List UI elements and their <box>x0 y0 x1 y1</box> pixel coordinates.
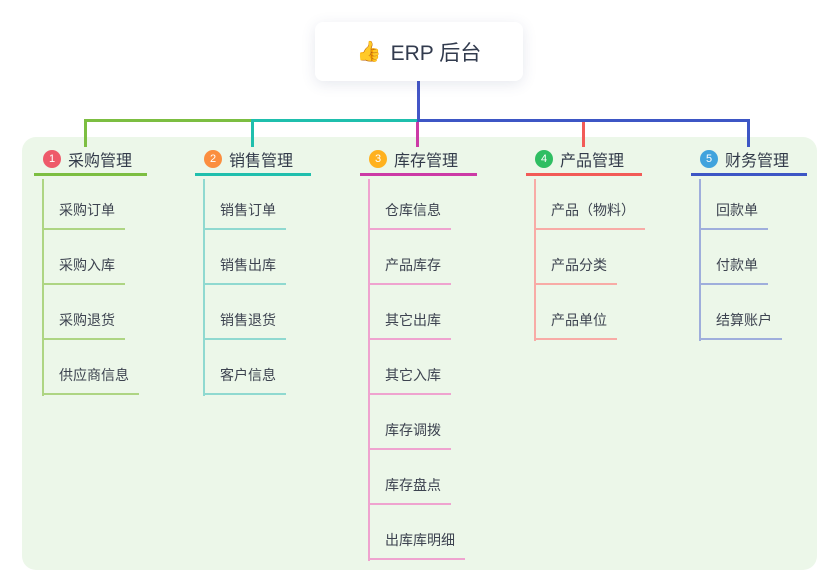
branch-header-sales[interactable]: 2 销售管理 <box>195 145 311 176</box>
bus-segment-teal <box>252 119 417 122</box>
branch-title: 采购管理 <box>68 153 133 170</box>
child-node[interactable]: 产品库存 <box>368 256 451 285</box>
branch-title: 产品管理 <box>560 153 625 170</box>
branch-number-badge: 2 <box>204 150 222 168</box>
child-node[interactable]: 产品分类 <box>534 256 617 285</box>
branch-title: 财务管理 <box>725 153 790 170</box>
branch-product: 4 产品管理 产品（物料） 产品分类 产品单位 <box>526 145 645 341</box>
child-node[interactable]: 其它入库 <box>368 366 451 395</box>
child-node[interactable]: 回款单 <box>699 201 768 230</box>
branch-header-purchase[interactable]: 1 采购管理 <box>34 145 147 176</box>
bus-segment-indigo <box>417 119 750 122</box>
branch-child-line <box>699 179 701 341</box>
branch-child-line <box>534 179 536 341</box>
child-node[interactable]: 仓库信息 <box>368 201 451 230</box>
child-node[interactable]: 采购退货 <box>42 311 125 340</box>
child-node[interactable]: 其它出库 <box>368 311 451 340</box>
child-node[interactable]: 销售订单 <box>203 201 286 230</box>
branch-title: 销售管理 <box>229 153 294 170</box>
child-node[interactable]: 销售出库 <box>203 256 286 285</box>
child-node[interactable]: 付款单 <box>699 256 768 285</box>
drop-line-purchase <box>84 119 87 147</box>
branch-header-inventory[interactable]: 3 库存管理 <box>360 145 477 176</box>
root-title: ERP 后台 <box>390 41 482 65</box>
bus-segment-green <box>84 119 252 122</box>
branch-number-badge: 5 <box>700 150 718 168</box>
child-node[interactable]: 采购入库 <box>42 256 125 285</box>
child-node[interactable]: 出库库明细 <box>368 531 465 560</box>
child-node[interactable]: 客户信息 <box>203 366 286 395</box>
branch-sales: 2 销售管理 销售订单 销售出库 销售退货 客户信息 <box>195 145 311 396</box>
drop-line-sales <box>251 119 254 147</box>
branch-number-badge: 3 <box>369 150 387 168</box>
branches-panel <box>22 137 817 570</box>
drop-line-product <box>582 122 585 147</box>
thumbs-up-icon: 👍 <box>356 40 382 63</box>
branch-purchase: 1 采购管理 采购订单 采购入库 采购退货 供应商信息 <box>34 145 147 396</box>
branch-child-line <box>42 179 44 396</box>
branch-title: 库存管理 <box>394 153 459 170</box>
child-node[interactable]: 产品（物料） <box>534 201 645 230</box>
root-node[interactable]: 👍 ERP 后台 <box>315 22 523 81</box>
branch-header-product[interactable]: 4 产品管理 <box>526 145 642 176</box>
branch-number-badge: 1 <box>43 150 61 168</box>
branch-child-line <box>368 179 370 561</box>
branch-number-badge: 4 <box>535 150 553 168</box>
child-node[interactable]: 销售退货 <box>203 311 286 340</box>
drop-line-inventory <box>416 122 419 147</box>
child-node[interactable]: 库存盘点 <box>368 476 451 505</box>
root-stem-line <box>417 81 420 121</box>
child-node[interactable]: 库存调拨 <box>368 421 451 450</box>
branch-finance: 5 财务管理 回款单 付款单 结算账户 <box>691 145 807 341</box>
child-node[interactable]: 采购订单 <box>42 201 125 230</box>
branch-inventory: 3 库存管理 仓库信息 产品库存 其它出库 其它入库 库存调拨 库存盘点 出库库… <box>360 145 477 561</box>
child-node[interactable]: 产品单位 <box>534 311 617 340</box>
drop-line-finance <box>747 119 750 147</box>
child-node[interactable]: 结算账户 <box>699 311 782 340</box>
branch-header-finance[interactable]: 5 财务管理 <box>691 145 807 176</box>
child-node[interactable]: 供应商信息 <box>42 366 139 395</box>
branch-child-line <box>203 179 205 396</box>
